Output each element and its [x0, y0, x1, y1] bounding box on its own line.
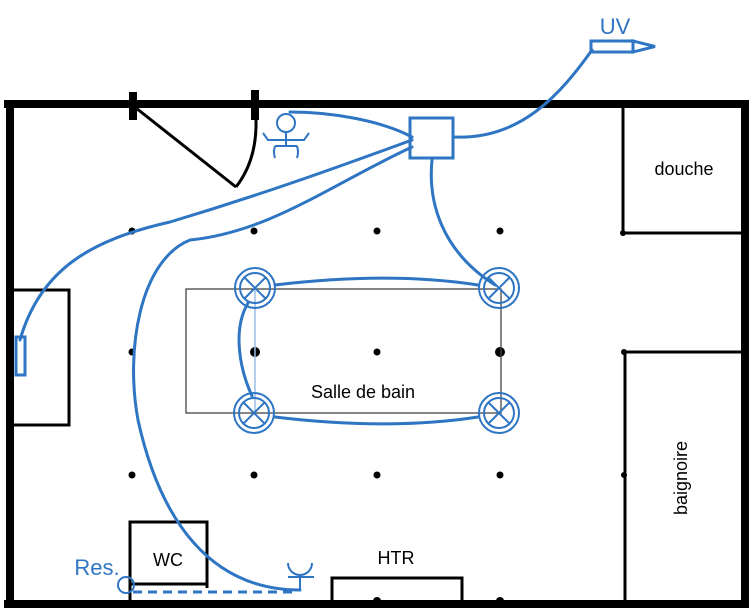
bathtub-label: baignoire: [671, 441, 691, 515]
wiring: [18, 48, 594, 594]
left-cabinet: [10, 288, 71, 427]
shower: douche: [620, 108, 742, 236]
towel-heater-label: HTR: [378, 548, 415, 568]
uv-lamp-icon: [589, 39, 656, 54]
outlet-icon: [287, 562, 314, 591]
shower-label: douche: [654, 159, 713, 179]
uv-label: UV: [600, 14, 631, 39]
junction-box-icon: [408, 116, 455, 160]
reserve-label: Res.: [74, 555, 119, 580]
bathtub: baignoire: [621, 349, 742, 601]
wall-switch-icon: [14, 335, 27, 377]
person-icon: [262, 113, 310, 159]
ceiling-light-icon: [478, 267, 520, 309]
toilet-label: WC: [153, 550, 183, 570]
door: [129, 90, 259, 189]
grid-points: [6, 100, 749, 605]
towel-heater: HTR: [330, 548, 464, 601]
room-zone: [185, 288, 502, 414]
toilet: WC: [128, 520, 209, 601]
room-label: Salle de bain: [311, 382, 415, 402]
ceiling-light-icon: [234, 267, 276, 309]
ceiling-light-icon: [478, 392, 520, 434]
reserve-icon: [117, 576, 135, 594]
ceiling-light-icon: [233, 392, 275, 434]
